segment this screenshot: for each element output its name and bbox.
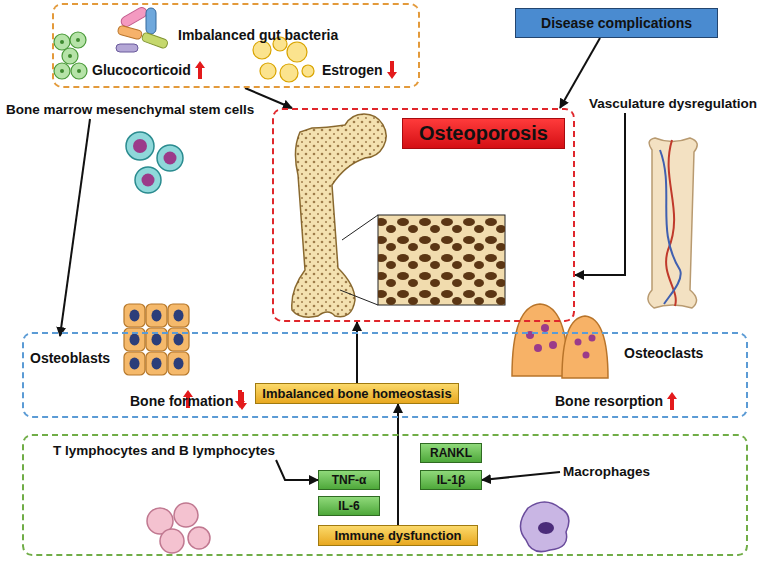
node-text: Bone resorption <box>555 393 663 409</box>
node-text: Imbalanced bone homeostasis <box>262 386 451 401</box>
node-text: IL-6 <box>338 499 359 513</box>
node-text: Glucocorticoid <box>92 62 191 78</box>
node-text: Disease complications <box>541 15 692 31</box>
node-text: Bone marrow mesenchymal stem cells <box>6 102 254 117</box>
lymphocytes <box>147 503 210 553</box>
connector-arrow <box>575 113 625 275</box>
zoom-line <box>342 215 378 240</box>
text-node: Macrophages <box>560 462 653 481</box>
stem-cells <box>126 132 183 193</box>
node-text: T lymphocytes and B lymphocytes <box>53 443 275 458</box>
osteoclast-cells <box>512 304 608 378</box>
connector-arrow <box>276 460 318 480</box>
osteoblast-cells <box>124 304 189 375</box>
decrease-arrow <box>237 392 247 410</box>
label-box: TNF-α <box>318 470 380 490</box>
label-box: Disease complications <box>515 8 718 38</box>
connector-arrow <box>397 404 399 525</box>
label-box: Immune dysfunction <box>318 525 478 546</box>
node-text: TNF-α <box>332 473 367 487</box>
text-node: OsteoclastsBone resorption <box>508 336 744 415</box>
group-region: OsteoblastsBone formationImbalanced bone… <box>22 332 748 418</box>
zoom-line <box>340 290 378 305</box>
cluster-dots <box>60 38 81 73</box>
label-box: IL-1β <box>420 470 482 490</box>
gut-bacteria <box>116 6 169 52</box>
node-text: Osteoclasts <box>624 345 703 361</box>
node-text: Bone formation <box>130 393 233 409</box>
decrease-arrow <box>387 61 397 79</box>
estrogen-cluster <box>253 37 314 82</box>
node-text: Imbalanced gut bacteria <box>178 27 338 43</box>
macrophage <box>520 502 568 552</box>
node-text: Osteoblasts <box>30 350 110 366</box>
node-text: Vasculature dysregulation <box>589 96 757 111</box>
group-region: Imbalanced gut bacteriaGlucocorticoid Est… <box>52 3 420 88</box>
text-node: OsteoblastsBone formation <box>26 336 222 415</box>
increase-arrow <box>195 61 205 79</box>
label-box: IL-6 <box>318 496 380 516</box>
text-node: Vasculature dysregulation <box>586 94 760 113</box>
connector-arrow <box>60 119 90 336</box>
node-text: Estrogen <box>322 62 383 78</box>
group-region: T lymphocytes and B lymphocytesTNF-αIL-6… <box>22 434 748 556</box>
label-box: Imbalanced bone homeostasis <box>255 383 459 404</box>
glucocorticoid-cluster <box>54 32 87 79</box>
text-node: Bone marrow mesenchymal stem cells <box>3 100 257 119</box>
node-text: RANKL <box>430 446 472 460</box>
node-text: Macrophages <box>563 464 650 479</box>
group-region: Osteoporosis <box>272 108 575 322</box>
title-badge: Osteoporosis <box>402 118 565 149</box>
node-text: IL-1β <box>437 473 466 487</box>
connector-arrow <box>482 472 560 480</box>
vascular-bone <box>648 138 697 308</box>
trabecular-zoom <box>378 215 505 305</box>
femur <box>292 114 386 317</box>
increase-arrow <box>667 392 677 410</box>
node-text: Immune dysfunction <box>334 528 461 543</box>
label-box: RANKL <box>420 443 482 463</box>
text-node: T lymphocytes and B lymphocytes <box>50 441 278 460</box>
